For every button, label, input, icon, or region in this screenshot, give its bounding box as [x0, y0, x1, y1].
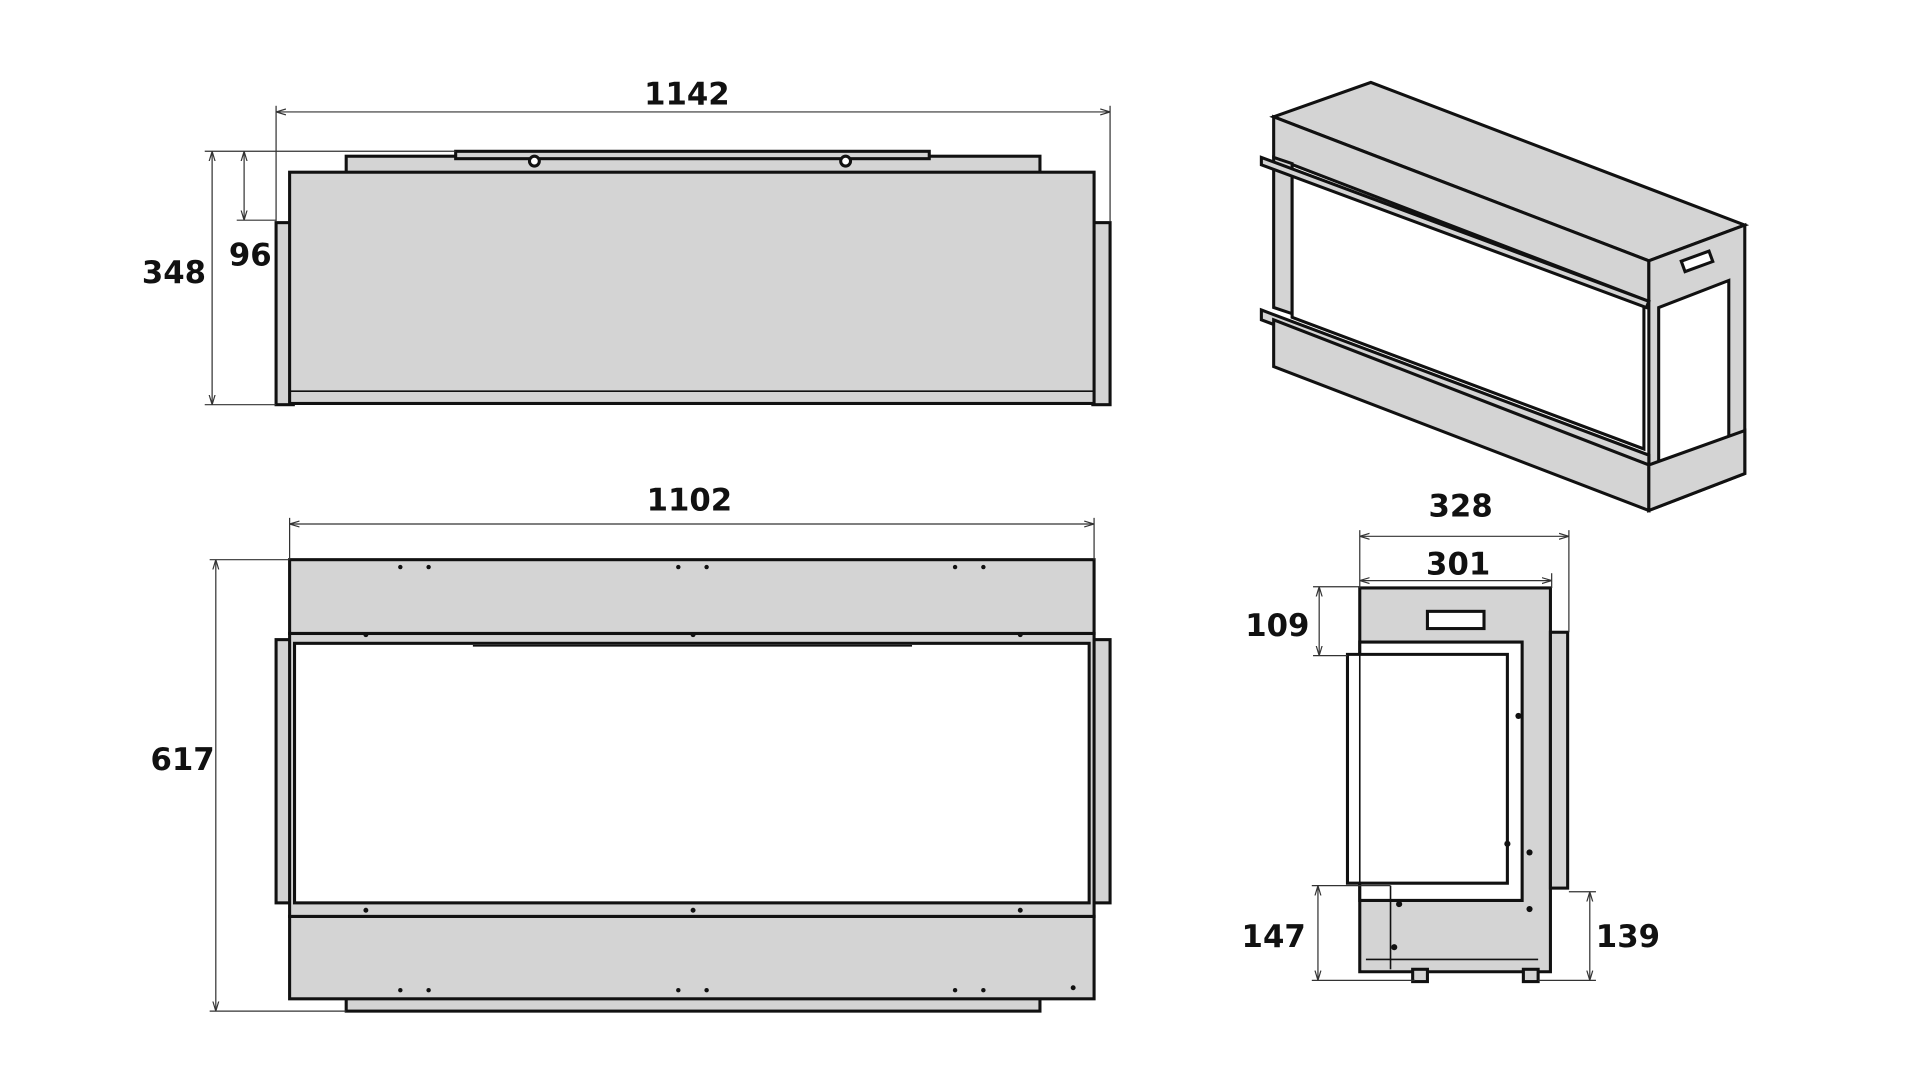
top-view: 1102 617: [150, 482, 1112, 1013]
side-view: 328 301 109 147 139: [1242, 489, 1660, 984]
dim-top-depth: 617: [150, 742, 214, 778]
dim-side-outer-width: 328: [1429, 489, 1493, 525]
dim-front-top-offset: 96: [229, 238, 272, 274]
dim-front-width: 1142: [644, 77, 730, 113]
dim-top-width: 1102: [647, 482, 733, 518]
dim-side-top-height: 109: [1245, 608, 1309, 644]
dim-side-inner-width: 301: [1426, 546, 1490, 582]
dim-side-bottom-right-height: 139: [1596, 919, 1660, 955]
dim-front-height: 348: [142, 255, 206, 291]
isometric-view: [1259, 80, 1750, 513]
dim-side-bottom-left-height: 147: [1242, 919, 1306, 955]
front-view: 1142 348 96: [142, 77, 1112, 407]
